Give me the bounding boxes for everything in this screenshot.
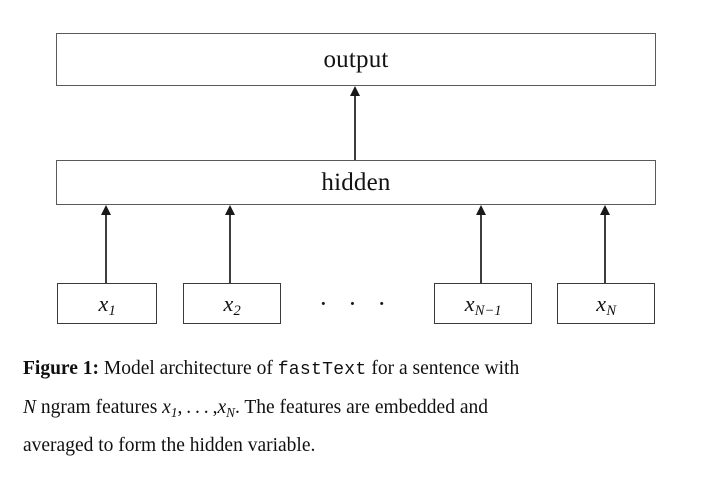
- caption-line-1: Figure 1: Model architecture of fastText…: [23, 350, 683, 389]
- input-feature-label-xn: xN: [596, 290, 616, 319]
- input-feature-label-xn-minus-1: xN−1: [464, 290, 502, 319]
- hidden-layer-box: hidden: [56, 160, 656, 205]
- input-feature-label-x1: x1: [98, 290, 116, 319]
- caption-math-dots: , . . . ,: [177, 397, 218, 418]
- caption-line-3: averaged to form the hidden variable.: [23, 435, 316, 456]
- hidden-layer-label: hidden: [321, 169, 391, 196]
- caption-mono-fasttext: fastText: [277, 360, 367, 380]
- input-feature-box-x2: x2: [183, 283, 281, 324]
- caption-line2-text-a: ngram features: [40, 397, 158, 418]
- caption-math-n: N: [23, 397, 37, 418]
- output-layer-box: output: [56, 33, 656, 86]
- caption-figure-number: Figure 1:: [23, 358, 100, 379]
- figure-caption: Figure 1: Model architecture of fastText…: [23, 350, 683, 464]
- input-feature-box-x1: x1: [57, 283, 157, 324]
- arrow-hidden-to-output-icon: [354, 95, 356, 160]
- arrow-xn-to-hidden-icon: [604, 214, 606, 283]
- caption-line-2: N ngram features x1, . . . ,xN. The feat…: [23, 389, 683, 427]
- arrow-x2-to-hidden-icon: [229, 214, 231, 283]
- input-feature-label-x2: x2: [223, 290, 241, 319]
- caption-line2-text-b: The features are embedded and: [244, 397, 488, 418]
- caption-math-xn: xN: [217, 397, 235, 420]
- input-feature-box-xn-minus-1: xN−1: [434, 283, 532, 324]
- caption-line1-text-b: for a sentence with: [371, 358, 520, 379]
- arrow-x1-to-hidden-icon: [105, 214, 107, 283]
- caption-math-x1: x1: [162, 397, 178, 420]
- input-feature-box-xn: xN: [557, 283, 655, 324]
- arrow-xn1-to-hidden-icon: [480, 214, 482, 283]
- output-layer-label: output: [323, 46, 389, 73]
- caption-math-period: .: [234, 397, 240, 418]
- caption-line1-text-a: Model architecture of: [103, 358, 273, 379]
- ellipsis-dots: · · ·: [319, 289, 393, 318]
